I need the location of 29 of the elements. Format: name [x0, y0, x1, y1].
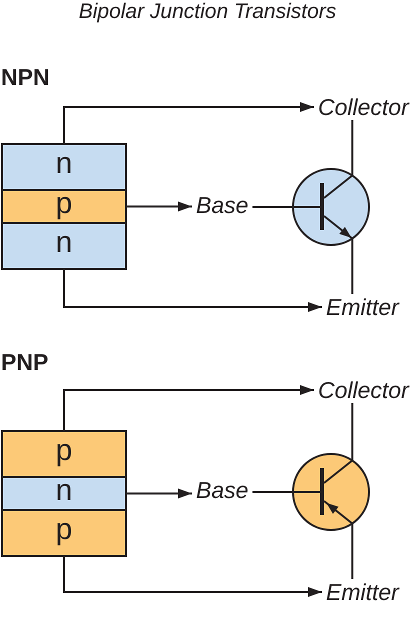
section-heading: PNP: [1, 349, 48, 375]
semiconductor-layer: n: [1, 143, 127, 191]
diagram-title: Bipolar Junction Transistors: [78, 0, 336, 24]
semiconductor-layer: p: [1, 189, 127, 224]
arrow: [63, 102, 314, 143]
terminal-label: Collector: [318, 377, 409, 403]
terminal-label: Emitter: [326, 579, 399, 605]
lead-line: [351, 238, 354, 294]
terminal-label: Base: [196, 477, 248, 503]
arrow: [127, 202, 192, 212]
arrow: [63, 557, 322, 597]
lead-line: [252, 206, 293, 208]
arrow: [63, 385, 314, 430]
semiconductor-layer: n: [1, 222, 127, 270]
transistor-symbol: [292, 168, 370, 246]
lead-line: [351, 523, 354, 579]
semiconductor-layer: n: [1, 476, 127, 511]
arrow: [127, 488, 192, 498]
terminal-label: Base: [196, 192, 248, 218]
transistor-symbol: [292, 453, 370, 531]
terminal-label: Emitter: [326, 294, 399, 320]
section-heading: NPN: [1, 64, 50, 90]
semiconductor-layer: p: [1, 509, 127, 557]
semiconductor-layer: p: [1, 430, 127, 478]
lead-line: [351, 403, 354, 461]
terminal-label: Collector: [318, 94, 409, 120]
arrow: [63, 270, 322, 312]
lead-line: [351, 120, 354, 176]
lead-line: [252, 491, 293, 493]
